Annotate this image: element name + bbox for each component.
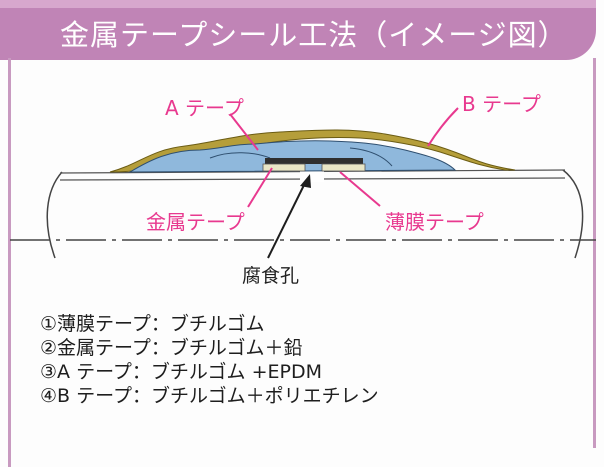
tape-b-leader-line — [427, 107, 459, 147]
thin-film-tape-leader-line — [339, 171, 381, 207]
tape-a-overlap-1 — [209, 152, 271, 159]
tape-a-overlap-2 — [349, 147, 393, 167]
metal-tape-leader-line — [247, 167, 273, 208]
tape-a-leader-line — [229, 113, 259, 151]
metal-tape-strip — [265, 158, 363, 164]
title-banner: 金属テープシール工法（イメージ図） — [0, 0, 596, 60]
thin-film-tape-left — [262, 163, 306, 172]
corrosion-hole-gap — [300, 168, 324, 182]
metal-tape-label: 金属テープ — [146, 210, 245, 234]
corrosion-hole-arrow — [267, 180, 307, 259]
title-banner-top-band — [0, 0, 596, 8]
tape-a-label: A テープ — [165, 96, 244, 120]
frame-right-border — [593, 58, 596, 448]
legend-item-thin-film-tape: ①薄膜テープ：ブチルゴム — [40, 313, 265, 335]
thin-film-tape-label: 薄膜テープ — [385, 210, 484, 234]
corrosion-hole-arrowhead — [300, 174, 311, 188]
page-title: 金属テープシール工法（イメージ図） — [60, 18, 568, 52]
legend-item-tape-b: ④B テープ：ブチルゴム＋ポリエチレン — [40, 385, 379, 407]
tape-a-layer — [128, 140, 457, 173]
material-legend: ①薄膜テープ：ブチルゴム ②金属テープ：ブチルゴム＋鉛 ③A テープ：ブチルゴム… — [40, 312, 379, 408]
pipe — [10, 168, 596, 259]
pipe-right-edge — [562, 169, 584, 259]
legend-item-tape-a: ③A テープ：ブチルゴム +EPDM — [40, 361, 322, 383]
thin-film-tape-right — [321, 163, 366, 172]
frame-left-border — [8, 58, 11, 467]
corrosion-hole-label: 腐食孔 — [242, 265, 300, 287]
tape-b-label: B テープ — [462, 92, 541, 116]
legend-item-metal-tape: ②金属テープ：ブチルゴム＋鉛 — [40, 337, 303, 359]
pipe-left-edge — [46, 171, 63, 259]
